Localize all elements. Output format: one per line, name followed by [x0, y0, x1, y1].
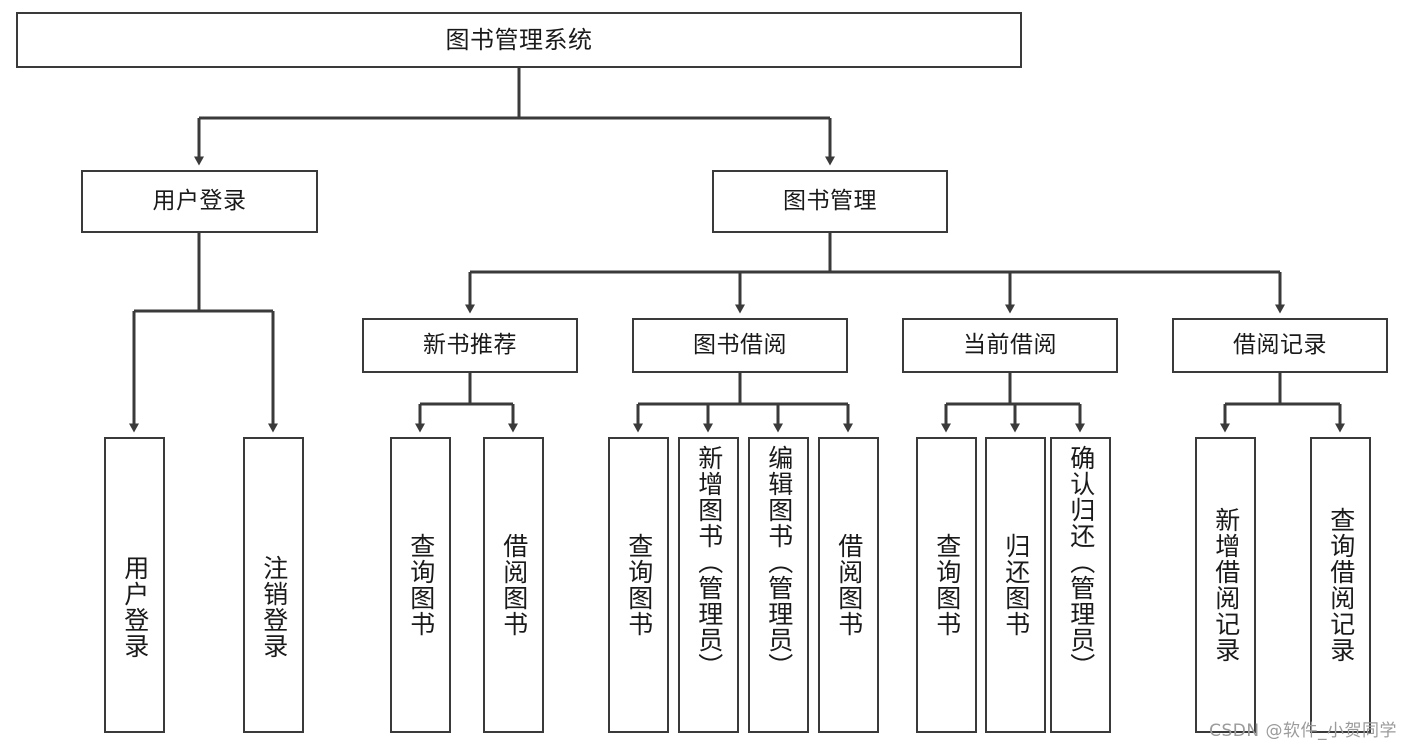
node-leaf-borrow-book-2[interactable]: 借阅图书: [818, 437, 879, 733]
node-root-label: 图书管理系统: [445, 26, 593, 54]
node-user-login[interactable]: 用户登录: [81, 170, 318, 233]
node-leaf-add-record[interactable]: 新增借阅记录: [1195, 437, 1256, 733]
node-current-borrow-label: 当前借阅: [963, 332, 1057, 358]
node-new-book-recommend-label: 新书推荐: [423, 332, 517, 358]
node-leaf-user-login[interactable]: 用户登录: [104, 437, 165, 733]
node-leaf-user-login-label: 用户登录: [120, 555, 150, 659]
node-leaf-borrow-book-1[interactable]: 借阅图书: [483, 437, 544, 733]
node-leaf-add-book[interactable]: 新增图书（管理员）: [678, 437, 739, 733]
node-current-borrow[interactable]: 当前借阅: [902, 318, 1118, 373]
node-borrow-record[interactable]: 借阅记录: [1172, 318, 1388, 373]
node-book-borrow-label: 图书借阅: [693, 332, 787, 358]
node-leaf-borrow-book-2-label: 借阅图书: [834, 533, 864, 637]
node-book-borrow[interactable]: 图书借阅: [632, 318, 848, 373]
node-leaf-add-record-label: 新增借阅记录: [1211, 507, 1241, 663]
node-leaf-query-record[interactable]: 查询借阅记录: [1310, 437, 1371, 733]
node-leaf-confirm-return[interactable]: 确认归还（管理员）: [1050, 437, 1111, 733]
node-leaf-query-book-3[interactable]: 查询图书: [916, 437, 977, 733]
node-leaf-return-book[interactable]: 归还图书: [985, 437, 1046, 733]
node-leaf-borrow-book-1-label: 借阅图书: [499, 533, 529, 637]
node-leaf-logout-login-label: 注销登录: [259, 555, 289, 659]
node-book-management[interactable]: 图书管理: [712, 170, 948, 233]
node-leaf-logout-login[interactable]: 注销登录: [243, 437, 304, 733]
node-leaf-confirm-return-label: 确认归还（管理员）: [1066, 445, 1096, 679]
node-leaf-query-book-1[interactable]: 查询图书: [390, 437, 451, 733]
node-leaf-query-record-label: 查询借阅记录: [1326, 507, 1356, 663]
node-leaf-edit-book-label: 编辑图书（管理员）: [764, 445, 794, 679]
node-borrow-record-label: 借阅记录: [1233, 332, 1327, 358]
node-leaf-add-book-label: 新增图书（管理员）: [694, 445, 724, 679]
node-leaf-query-book-3-label: 查询图书: [932, 533, 962, 637]
node-leaf-query-book-2[interactable]: 查询图书: [608, 437, 669, 733]
node-book-management-label: 图书管理: [783, 188, 877, 214]
node-new-book-recommend[interactable]: 新书推荐: [362, 318, 578, 373]
node-leaf-edit-book[interactable]: 编辑图书（管理员）: [748, 437, 809, 733]
node-leaf-query-book-1-label: 查询图书: [406, 533, 436, 637]
node-user-login-label: 用户登录: [152, 188, 247, 214]
node-root[interactable]: 图书管理系统: [16, 12, 1022, 68]
node-leaf-query-book-2-label: 查询图书: [624, 533, 654, 637]
node-leaf-return-book-label: 归还图书: [1001, 533, 1031, 637]
